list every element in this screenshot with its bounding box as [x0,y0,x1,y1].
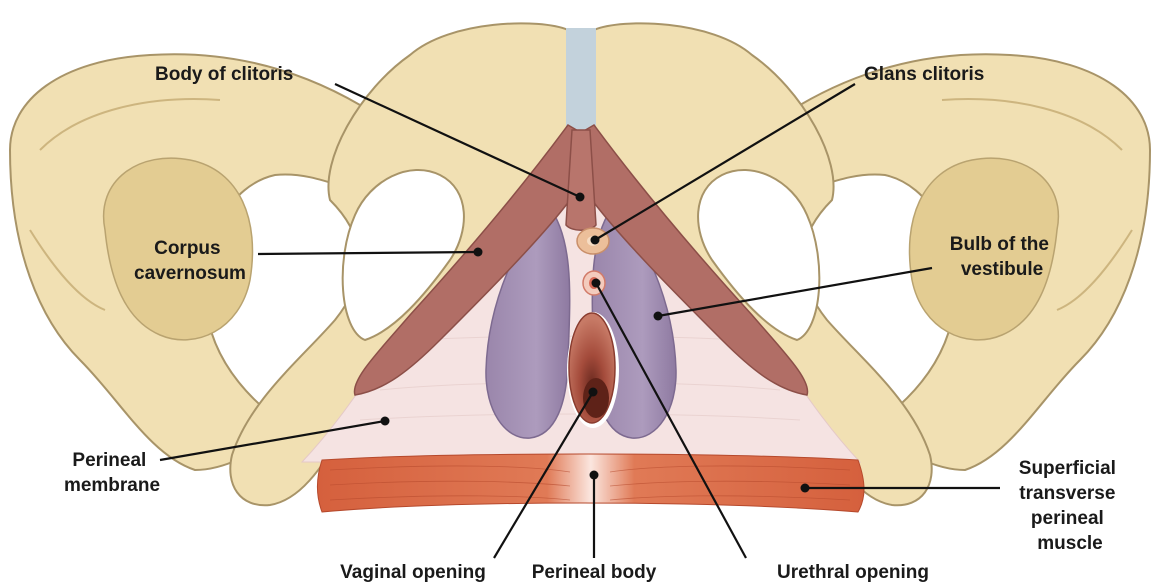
vaginal-opening [567,312,619,428]
label-urethral-opening: Urethral opening [777,562,929,583]
superficial-transverse-perineal-muscle [318,454,865,512]
label-vaginal-opening: Vaginal opening [340,562,486,583]
label-perineal-membrane: Perineal membrane [64,450,160,496]
label-body-of-clitoris: Body of clitoris [155,64,293,85]
label-perineal-body: Perineal body [532,562,657,583]
body-of-clitoris [566,130,596,230]
label-glans-clitoris: Glans clitoris [864,64,984,85]
label-superficial-transverse-perineal-muscle: Superficial transverse perineal muscle [1019,458,1121,554]
